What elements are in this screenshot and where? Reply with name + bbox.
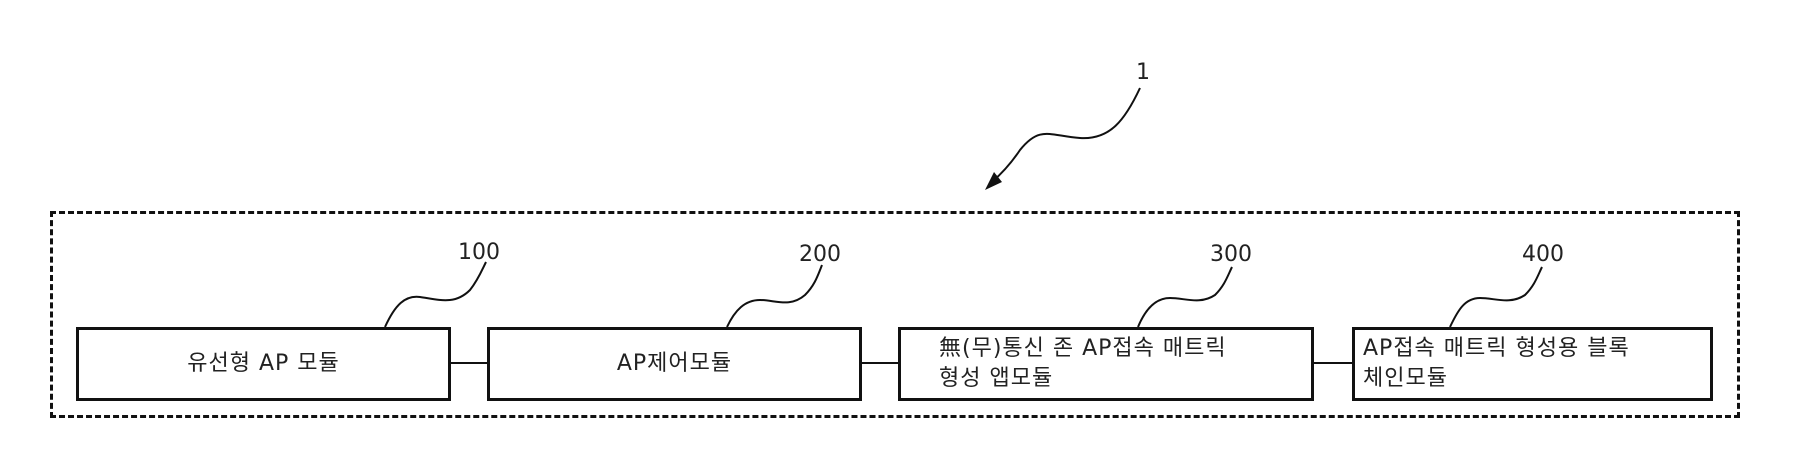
module-200-label: AP제어모듈 xyxy=(616,351,733,376)
module-200-ap-control: AP제어모듈 xyxy=(487,327,862,401)
module-400-blockchain: AP접속 매트릭 형성용 블록 체인모듈 xyxy=(1352,327,1713,401)
connector-200-300 xyxy=(862,362,898,364)
module-400-label-line1: AP접속 매트릭 형성용 블록 xyxy=(1363,336,1630,361)
system-ref-label: 1 xyxy=(1136,60,1150,85)
module-400-label-line2: 체인모듈 xyxy=(1363,366,1448,391)
connector-300-400 xyxy=(1314,362,1352,364)
module-300-label-line2: 형성 앱모듈 xyxy=(939,366,1054,391)
module-100-label: 유선형 AP 모듈 xyxy=(187,351,340,376)
module-400-ref-label: 400 xyxy=(1522,242,1564,267)
system-leader-line xyxy=(991,87,1141,183)
module-100-wired-ap: 유선형 AP 모듈 xyxy=(76,327,451,401)
system-boundary-dashed xyxy=(50,211,1740,418)
arrowhead-icon xyxy=(985,172,1002,190)
connector-100-200 xyxy=(451,362,487,364)
module-200-ref-label: 200 xyxy=(799,242,841,267)
module-300-label-line1: 無(무)통신 존 AP접속 매트릭 xyxy=(939,336,1227,361)
module-300-ref-label: 300 xyxy=(1210,242,1252,267)
module-300-app: 無(무)통신 존 AP접속 매트릭 형성 앱모듈 xyxy=(898,327,1314,401)
module-100-ref-label: 100 xyxy=(458,240,500,265)
